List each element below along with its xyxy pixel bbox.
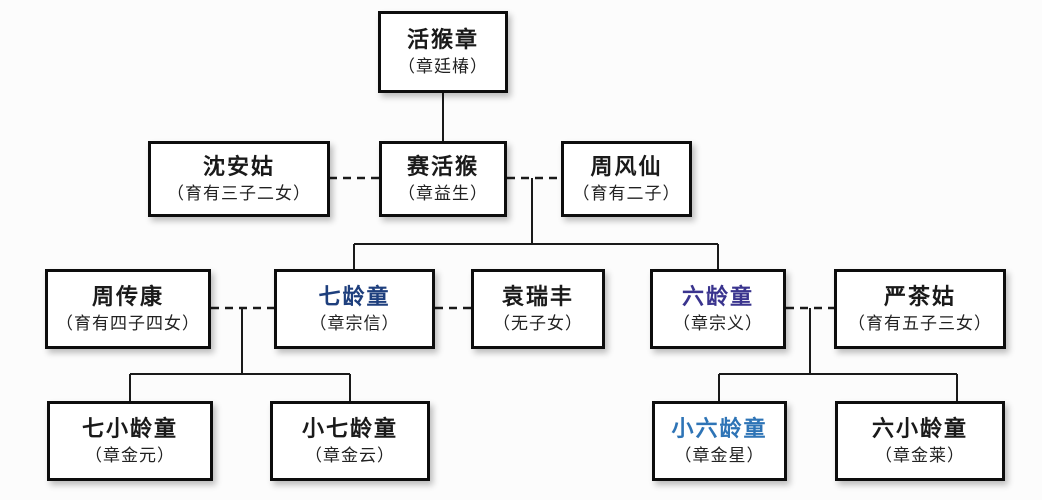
person-name: 活猴章 [406, 27, 479, 52]
person-node-xiaoliulingtong: 小六龄童 （章金星） [652, 401, 787, 481]
person-name: 周风仙 [590, 154, 663, 179]
person-node-yuanruifeng: 袁瑞丰 （无子女） [471, 269, 605, 349]
person-name: 六小龄童 [871, 416, 968, 441]
person-name: 严茶姑 [883, 284, 956, 309]
person-subtitle: （章金云） [305, 446, 395, 465]
person-subtitle: （育有三子二女） [167, 184, 311, 203]
person-subtitle: （章金元） [85, 446, 175, 465]
person-name: 小六龄童 [671, 416, 768, 441]
person-subtitle: （育有四子四女） [56, 314, 200, 333]
person-node-huohouzhang: 活猴章 （章廷椿） [378, 11, 508, 93]
person-subtitle: （无子女） [493, 314, 583, 333]
person-subtitle: （育有五子三女） [848, 314, 992, 333]
person-node-liulingtong: 六龄童 （章宗义） [650, 269, 786, 349]
person-subtitle: （章金星） [674, 446, 765, 465]
person-subtitle: （章宗义） [673, 314, 763, 333]
person-node-qixiaolingtong: 七小龄童 （章金元） [47, 401, 213, 481]
person-subtitle: （章宗信） [309, 314, 400, 333]
person-node-liuxiaolingtong: 六小龄童 （章金莱） [835, 401, 1005, 481]
person-node-xiaoqilingtong: 小七龄童 （章金云） [270, 401, 430, 481]
person-name: 七小龄童 [81, 416, 178, 441]
person-node-shenangu: 沈安姑 （育有三子二女） [148, 141, 330, 217]
person-node-saihuohou: 赛活猴 （章益生） [379, 141, 507, 217]
person-node-zhouchuankang: 周传康 （育有四子四女） [45, 269, 211, 349]
person-name: 七龄童 [318, 284, 391, 309]
person-name: 小七龄童 [301, 416, 398, 441]
person-subtitle: （章益生） [398, 184, 488, 203]
person-node-zhoufengxian: 周风仙 （育有二子） [561, 141, 692, 217]
person-name: 赛活猴 [406, 154, 479, 179]
person-subtitle: （育有二子） [572, 184, 681, 203]
person-node-qilingtong: 七龄童 （章宗信） [274, 269, 435, 349]
person-subtitle: （章廷椿） [398, 57, 488, 76]
person-node-yanchagu: 严茶姑 （育有五子三女） [834, 269, 1006, 349]
person-name: 六龄童 [681, 284, 754, 309]
person-name: 周传康 [91, 284, 164, 309]
person-subtitle: （章金莱） [875, 446, 965, 465]
person-name: 沈安姑 [202, 154, 275, 179]
person-name: 袁瑞丰 [501, 284, 574, 309]
